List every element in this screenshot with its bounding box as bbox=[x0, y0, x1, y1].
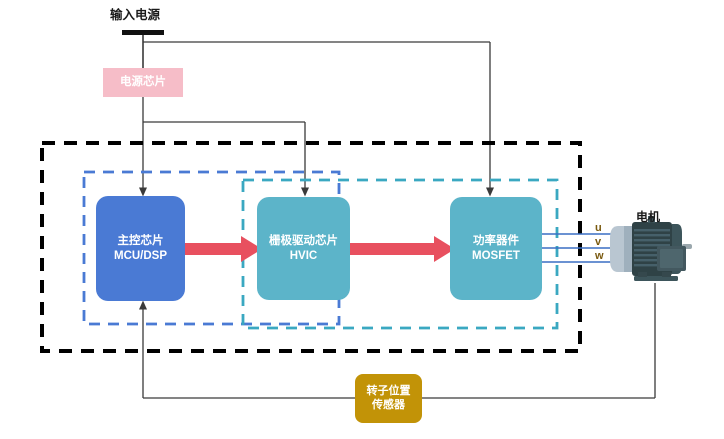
system-boundary-power bbox=[241, 178, 559, 330]
phase-label-w: w bbox=[595, 250, 604, 262]
block-rotor-position-sensor-label-secondary: 传感器 bbox=[372, 398, 405, 411]
block-rotor-position-sensor[interactable]: 转子位置 传感器 bbox=[355, 374, 422, 423]
phase-label-v: v bbox=[595, 236, 602, 248]
motor-label: 电机 bbox=[636, 210, 661, 224]
input-power-symbol bbox=[122, 30, 164, 68]
block-gate-driver-label-secondary: HVIC bbox=[289, 249, 318, 262]
block-gate-driver-label-primary: 栅极驱动芯片 bbox=[269, 235, 338, 248]
block-mcu[interactable]: 主控芯片 MCU/DSP bbox=[96, 196, 185, 301]
arrow-driver-to-power bbox=[345, 236, 455, 262]
arrow-mcu-to-driver bbox=[182, 236, 262, 262]
block-mcu-label-primary: 主控芯片 bbox=[117, 235, 164, 248]
block-power-device-label-secondary: MOSFET bbox=[472, 249, 520, 262]
block-power-device-label-primary: 功率器件 bbox=[472, 235, 519, 248]
block-power-chip[interactable]: 电源芯片 bbox=[103, 68, 183, 97]
input-power-label: 输入电源 bbox=[110, 8, 161, 22]
block-power-device[interactable]: 功率器件 MOSFET bbox=[450, 197, 542, 300]
signal-flow-arrows bbox=[182, 236, 455, 262]
motor-icon bbox=[610, 216, 692, 281]
phase-label-u: u bbox=[595, 222, 602, 234]
block-mcu-label-secondary: MCU/DSP bbox=[113, 249, 168, 262]
block-gate-driver[interactable]: 栅极驱动芯片 HVIC bbox=[257, 197, 350, 300]
block-rotor-position-sensor-label-primary: 转子位置 bbox=[366, 384, 411, 397]
power-distribution-wires bbox=[139, 41, 494, 197]
system-boundary-outer bbox=[40, 141, 582, 353]
block-power-chip-label: 电源芯片 bbox=[120, 76, 166, 89]
